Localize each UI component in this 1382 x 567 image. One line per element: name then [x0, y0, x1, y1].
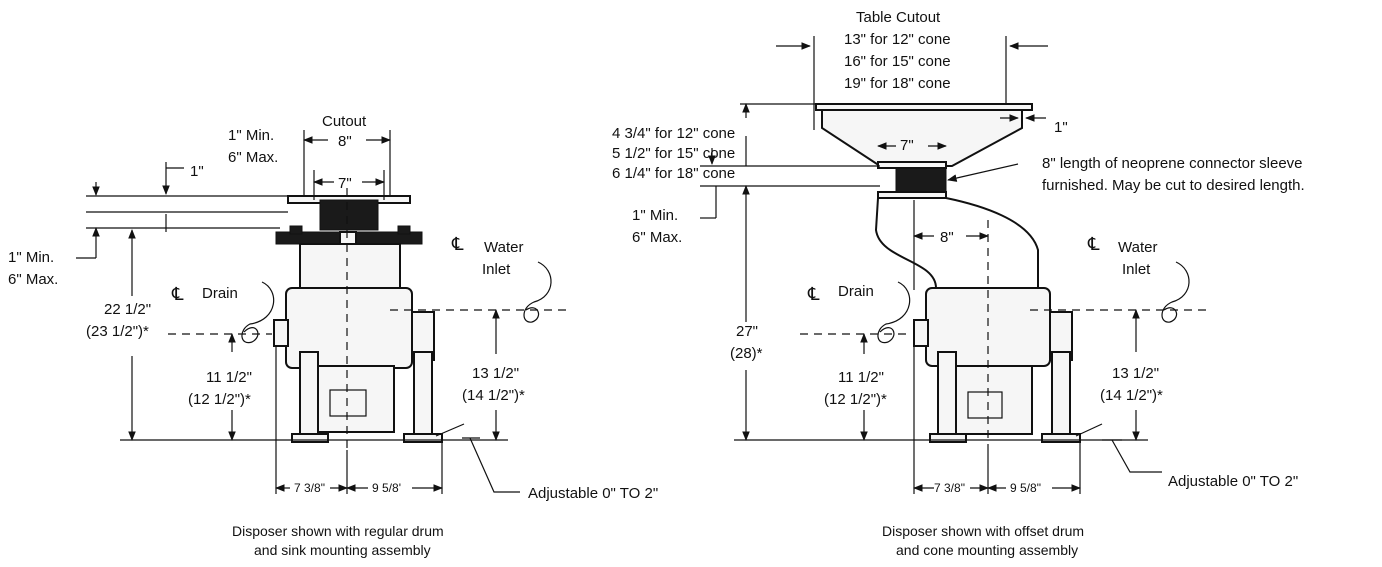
right-minmax-1: 1" Min. [632, 207, 678, 224]
right-dim-7: 7" [900, 137, 914, 154]
left-dim-7: 7" [338, 175, 352, 192]
left-minmax-side-2: 6" Max. [8, 271, 58, 288]
right-table-cutout-4: 19" for 18" cone [844, 75, 951, 92]
left-water-centerline-symbol: ℄ [451, 234, 464, 255]
right-width-right: 9 5/8" [1010, 481, 1041, 495]
right-drain-h-1: 11 1/2" [838, 369, 884, 386]
right-cone-h-3: 6 1/4" for 18" cone [612, 165, 735, 182]
left-cutout-title: Cutout [322, 113, 367, 130]
right-table-cutout-1: Table Cutout [856, 9, 941, 26]
right-width-left: 7 3/8" [934, 481, 965, 495]
right-inlet-h-1: 13 1/2" [1112, 365, 1159, 382]
left-drawing: Cutout 8" 7" 1" Min. 6" Max. 1" 1" Min. … [8, 113, 658, 558]
right-drain-label: Drain [838, 283, 874, 300]
left-drain-centerline-symbol: ℄ [171, 284, 184, 305]
left-leg-left [299, 351, 319, 437]
left-stopper [319, 199, 379, 231]
left-water-label-2: Inlet [482, 261, 511, 278]
left-drain-h-2: (12 1/2")* [188, 391, 251, 408]
right-water-centerline-symbol: ℄ [1087, 234, 1100, 255]
right-table-cutout-3: 16" for 15" cone [844, 53, 951, 70]
left-height-1: 22 1/2" [104, 301, 151, 318]
right-caption-1: Disposer shown with offset drum [882, 523, 1084, 539]
left-inlet-h-1: 13 1/2" [472, 365, 519, 382]
right-drawing: Table Cutout 13" for 12" cone 16" for 15… [612, 9, 1305, 558]
left-cutout-8: 8" [338, 133, 352, 150]
left-minmax-top-1: 1" Min. [228, 127, 274, 144]
left-drain-label: Drain [202, 285, 238, 302]
left-caption-2: and sink mounting assembly [254, 542, 431, 558]
left-leg-right [413, 351, 433, 437]
left-height-2: (23 1/2")* [86, 323, 149, 340]
right-drain-h-2: (12 1/2")* [824, 391, 887, 408]
right-inlet-h-2: (14 1/2")* [1100, 387, 1163, 404]
right-cone [821, 109, 1023, 167]
right-motor [955, 365, 1033, 435]
right-height-1: 27" [736, 323, 758, 340]
right-cone-h-1: 4 3/4" for 12" cone [612, 125, 735, 142]
left-water-label-1: Water [484, 239, 523, 256]
left-drain-h-1: 11 1/2" [206, 369, 252, 386]
left-width-right: 9 5/8' [372, 481, 401, 495]
right-height-2: (28)* [730, 345, 763, 362]
right-caption-2: and cone mounting assembly [896, 542, 1078, 558]
left-motor [317, 365, 395, 433]
right-table-cutout-2: 13" for 12" cone [844, 31, 951, 48]
right-minmax-2: 6" Max. [632, 229, 682, 246]
left-width-left: 7 3/8" [294, 481, 325, 495]
left-adjustable-label: Adjustable 0" TO 2" [528, 485, 658, 502]
right-sleeve-2: furnished. May be cut to desired length. [1042, 177, 1305, 194]
left-caption-1: Disposer shown with regular drum [232, 523, 444, 539]
left-minmax-side-1: 1" Min. [8, 249, 54, 266]
right-water-label-1: Water [1118, 239, 1157, 256]
right-drain-centerline-symbol: ℄ [807, 284, 820, 305]
right-adjustable-label: Adjustable 0" TO 2" [1168, 473, 1298, 490]
left-inlet-h-2: (14 1/2")* [462, 387, 525, 404]
right-water-label-2: Inlet [1122, 261, 1151, 278]
right-offset-8: 8" [940, 229, 954, 246]
right-cone-h-2: 5 1/2" for 15" cone [612, 145, 735, 162]
right-sleeve-1: 8" length of neoprene connector sleeve [1042, 155, 1303, 172]
left-dim-1: 1" [190, 163, 204, 180]
right-dim-1: 1" [1054, 119, 1068, 136]
left-minmax-top-2: 6" Max. [228, 149, 278, 166]
left-upper-housing [299, 243, 401, 289]
right-offset-tube [874, 197, 1039, 289]
